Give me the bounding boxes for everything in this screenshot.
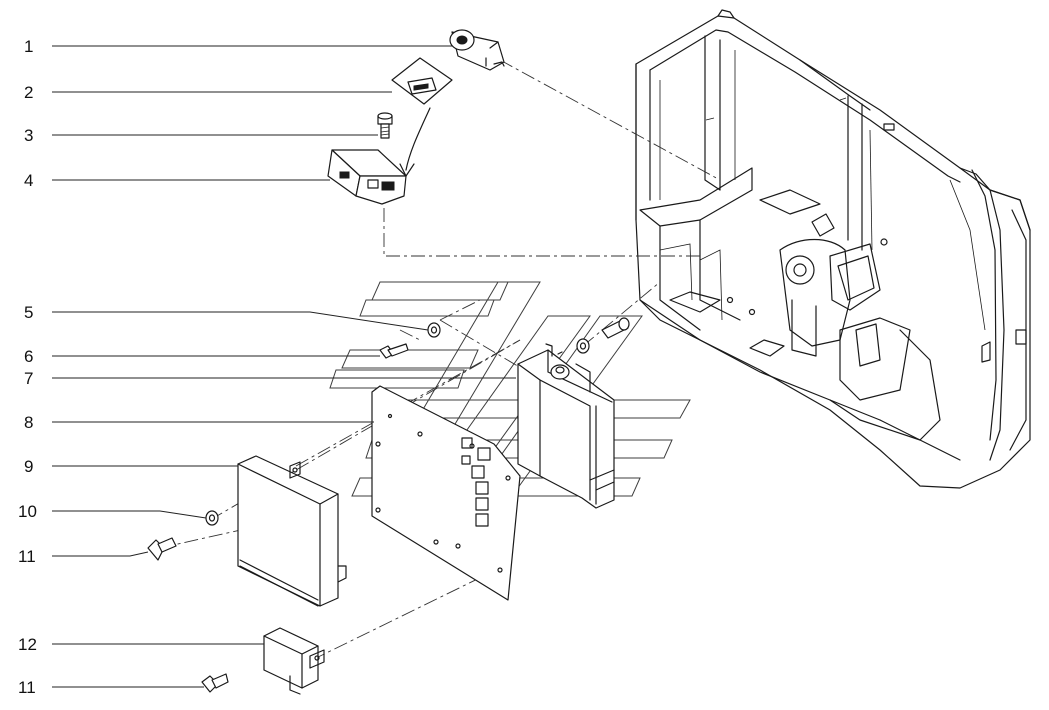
part-mounting-plate [371,385,521,601]
callout-12: 12 [18,635,37,654]
part-bolt-relay [201,673,229,693]
operator-cab [635,9,1031,489]
part-mounting-bracket [517,343,615,509]
callout-labels: 1 2 3 4 5 6 7 8 9 10 11 12 11 [18,37,37,697]
part-screw [377,112,393,139]
callout-11a: 11 [18,547,36,566]
callout-7: 7 [24,369,33,388]
part-control-unit [237,455,347,607]
part-connector-socket [449,29,505,71]
part-relay [263,627,325,695]
part-fuse [391,57,453,177]
leader-lines [52,45,516,688]
callout-1: 1 [24,37,33,56]
callout-5: 5 [24,303,33,322]
part-washer-upper [427,322,441,338]
callout-9: 9 [24,457,33,476]
callout-3: 3 [24,126,33,145]
part-fuse-holder [327,149,407,205]
part-washer-bracket [576,338,590,354]
part-bolt-bracket [601,317,630,339]
callout-6: 6 [24,347,33,366]
callout-2: 2 [24,83,33,102]
part-bolt-lower [147,537,177,561]
callout-4: 4 [24,171,33,190]
callout-11b: 11 [18,678,36,697]
part-washer-lower [205,510,219,526]
callout-10: 10 [18,502,37,521]
callout-8: 8 [24,413,33,432]
part-bolt-upper [379,343,409,359]
